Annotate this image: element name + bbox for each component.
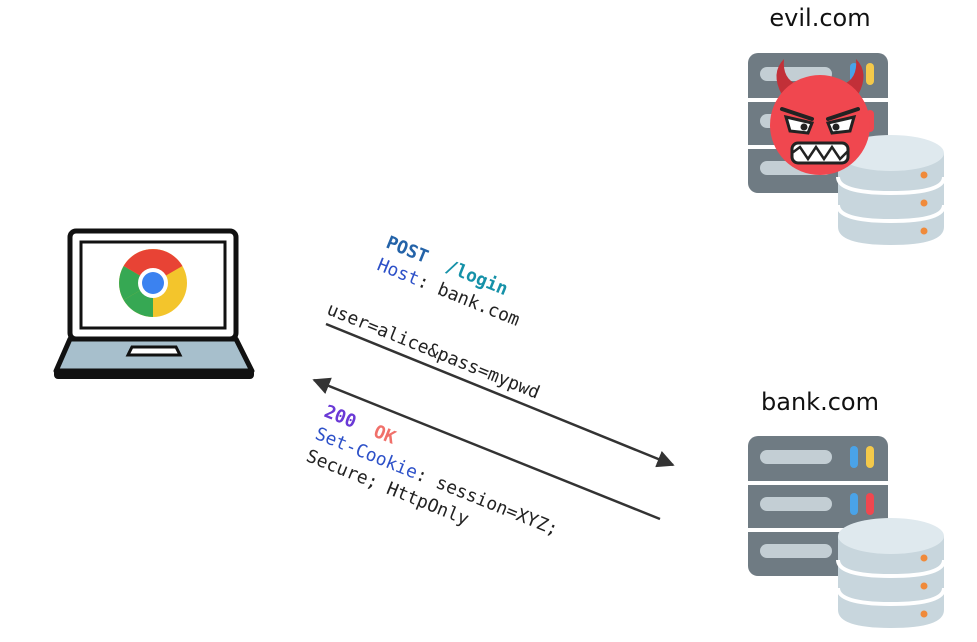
response-message: 200 OK Set-Cookie: session=XYZ; Secure; … bbox=[303, 401, 561, 540]
bank-server bbox=[748, 436, 946, 630]
bank-server-label: bank.com bbox=[761, 388, 879, 416]
chrome-icon bbox=[119, 249, 187, 317]
response-arrow bbox=[312, 377, 661, 521]
laptop-icon bbox=[53, 228, 255, 379]
evil-server-label: evil.com bbox=[769, 4, 870, 32]
request-arrow bbox=[325, 322, 675, 468]
devil-face-icon bbox=[770, 59, 870, 175]
request-message: POST /login Host: bank.com user=alice&pa… bbox=[324, 232, 543, 403]
evil-server bbox=[748, 53, 946, 247]
